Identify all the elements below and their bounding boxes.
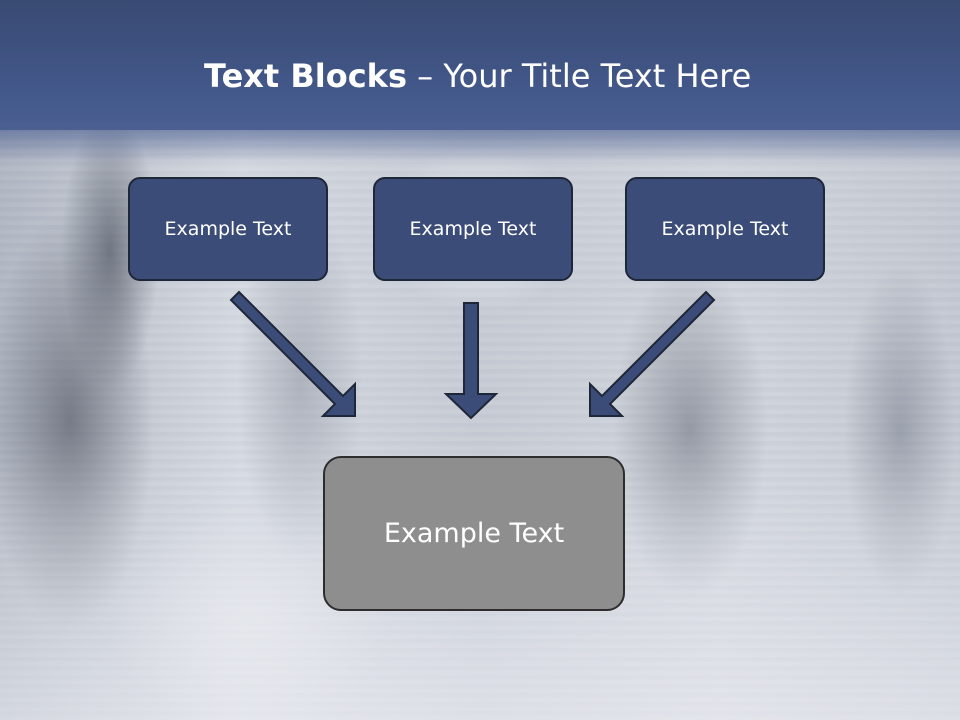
text-block-3: Example Text [625,177,825,281]
arrow-down [443,302,499,420]
arrow-down-right [229,290,356,417]
text-block-2: Example Text [373,177,573,281]
text-block-1: Example Text [128,177,328,281]
text-block-2-label: Example Text [409,218,537,240]
text-block-3-label: Example Text [661,218,789,240]
target-block-label: Example Text [383,518,565,549]
title-bar [0,0,960,130]
slide-title-strong: Text Blocks [204,57,407,95]
title-bar-fade [0,124,960,164]
target-block: Example Text [323,456,625,611]
slide-title: Text Blocks – Your Title Text Here [204,54,751,98]
text-block-1-label: Example Text [164,218,292,240]
arrow-down-left [589,290,716,417]
slide-title-rest: – Your Title Text Here [417,57,752,95]
